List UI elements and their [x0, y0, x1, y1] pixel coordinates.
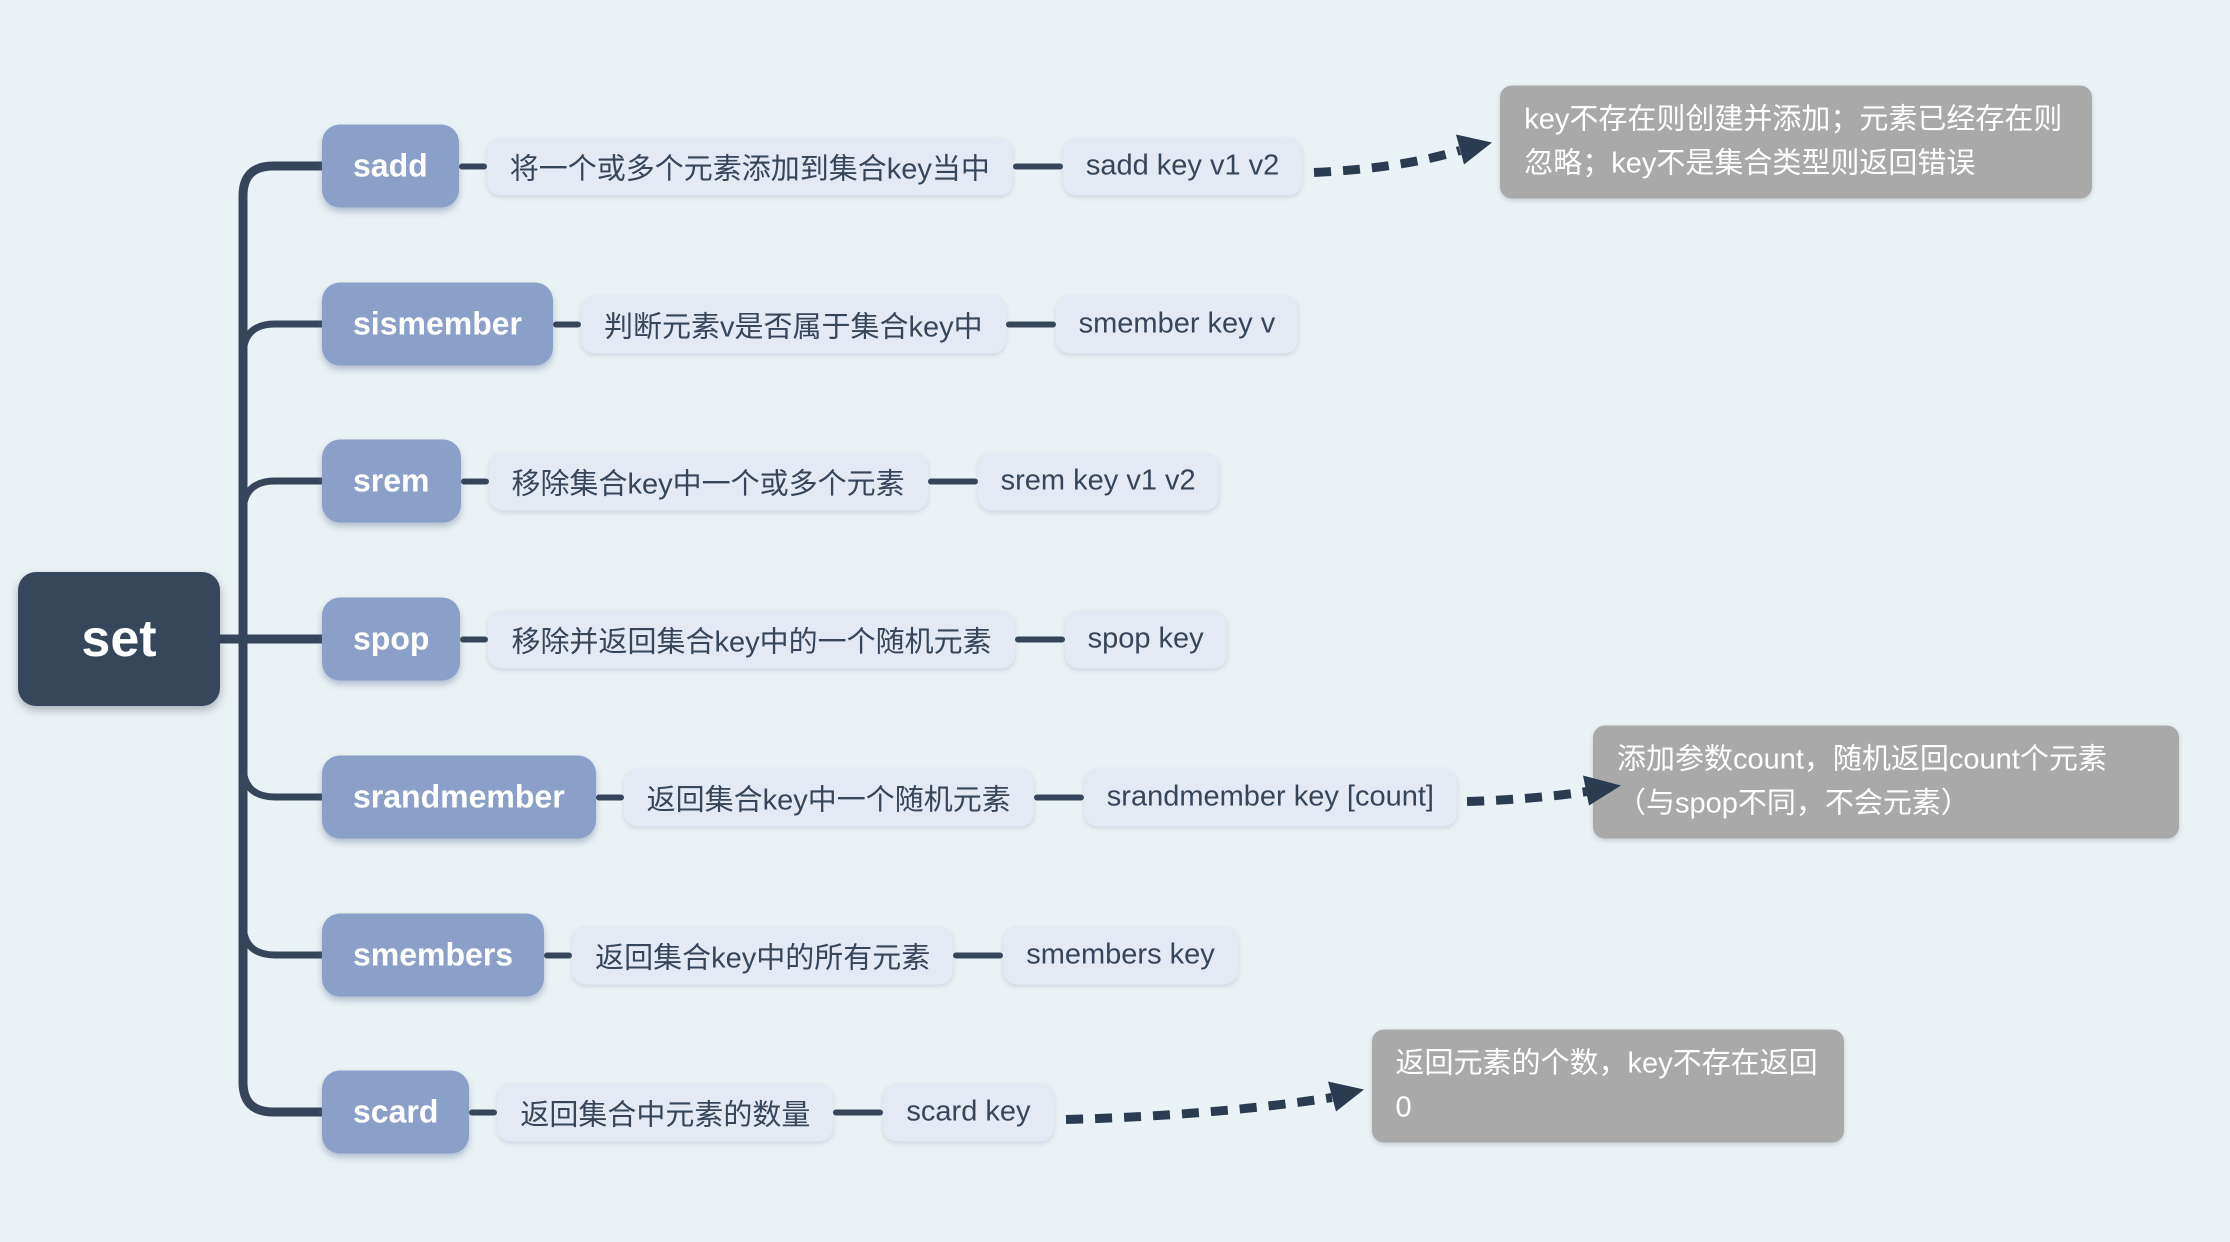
connector-line — [458, 163, 487, 169]
note-scard[interactable]: 返回元素的个数，key不存在返回0 — [1371, 1029, 1844, 1143]
branch-node-srandmember[interactable]: srandmember — [322, 755, 596, 839]
connector-line — [544, 952, 573, 958]
dashed-arrow-icon — [1065, 1081, 1364, 1124]
command-sadd[interactable]: sadd key v1 v2 — [1062, 137, 1303, 195]
branch-node-sismember[interactable]: sismember — [322, 282, 553, 366]
branch-row-scard: scard 返回集合中元素的数量 scard key 返回元素的个数，key不存… — [322, 1029, 1844, 1169]
root-node-set[interactable]: set — [18, 572, 220, 706]
branch-row-srandmember: srandmember 返回集合key中一个随机元素 srandmember k… — [322, 725, 2179, 854]
connector-line — [460, 636, 489, 642]
branch-node-scard[interactable]: scard — [322, 1070, 470, 1154]
connector-line — [1033, 794, 1084, 800]
note-sadd[interactable]: key不存在则创建并添加；元素已经存在则忽略；key不是集合类型则返回错误 — [1500, 85, 2093, 199]
connector-line — [833, 1109, 884, 1115]
branch-row-sismember: sismember 判断元素v是否属于集合key中 smember key v — [322, 282, 1299, 366]
branch-node-sadd[interactable]: sadd — [322, 124, 459, 208]
connector-line — [552, 321, 581, 327]
command-srandmember[interactable]: srandmember key [count] — [1083, 768, 1457, 826]
connector-line — [460, 478, 489, 484]
description-sismember[interactable]: 判断元素v是否属于集合key中 — [580, 295, 1006, 353]
description-sadd[interactable]: 将一个或多个元素添加到集合key当中 — [486, 137, 1013, 195]
branch-node-spop[interactable]: spop — [322, 597, 461, 681]
connector-line — [469, 1109, 498, 1115]
description-srem[interactable]: 移除集合key中一个或多个元素 — [488, 452, 928, 510]
command-spop[interactable]: spop key — [1064, 610, 1227, 668]
note-srandmember[interactable]: 添加参数count，随机返回count个元素（与spop不同，不会元素） — [1592, 725, 2179, 839]
connector-line — [1012, 163, 1063, 169]
connector-line — [1014, 636, 1065, 642]
connector-line — [595, 794, 624, 800]
branch-row-smembers: smembers 返回集合key中的所有元素 smembers key — [322, 913, 1238, 997]
command-scard[interactable]: scard key — [883, 1083, 1054, 1141]
connector-line — [1005, 321, 1056, 327]
branch-row-spop: spop 移除并返回集合key中的一个随机元素 spop key — [322, 597, 1227, 681]
description-srandmember[interactable]: 返回集合key中一个随机元素 — [623, 768, 1034, 826]
description-smembers[interactable]: 返回集合key中的所有元素 — [572, 926, 954, 984]
command-sismember[interactable]: smember key v — [1055, 295, 1299, 353]
connector-line — [927, 478, 978, 484]
branch-node-smembers[interactable]: smembers — [322, 913, 545, 997]
command-srem[interactable]: srem key v1 v2 — [977, 452, 1219, 510]
description-scard[interactable]: 返回集合中元素的数量 — [497, 1083, 834, 1141]
description-spop[interactable]: 移除并返回集合key中的一个随机元素 — [488, 610, 1015, 668]
command-smembers[interactable]: smembers key — [1003, 926, 1238, 984]
branch-row-srem: srem 移除集合key中一个或多个元素 srem key v1 v2 — [322, 439, 1219, 523]
dashed-arrow-icon — [1314, 134, 1493, 177]
dashed-arrow-icon — [1466, 775, 1621, 806]
branch-row-sadd: sadd 将一个或多个元素添加到集合key当中 sadd key v1 v2 k… — [322, 85, 2093, 223]
branch-node-srem[interactable]: srem — [322, 439, 461, 523]
connector-line — [953, 952, 1004, 958]
